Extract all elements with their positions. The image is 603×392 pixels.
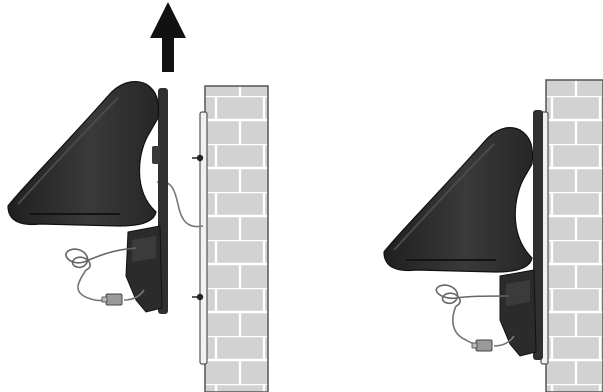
brick-wall-left <box>200 86 268 392</box>
phone-jack-connector-icon <box>472 340 492 351</box>
panel-removing <box>8 2 268 392</box>
phone-handset-right <box>384 128 533 272</box>
brick-wall-right <box>541 80 603 392</box>
phone-handset-left <box>8 82 159 226</box>
up-arrow-icon <box>150 2 186 72</box>
wall-screw-icon <box>192 294 203 300</box>
phone-jack-connector-icon <box>102 294 122 305</box>
wall-screw-icon <box>192 155 203 161</box>
panel-mounted <box>384 80 603 392</box>
